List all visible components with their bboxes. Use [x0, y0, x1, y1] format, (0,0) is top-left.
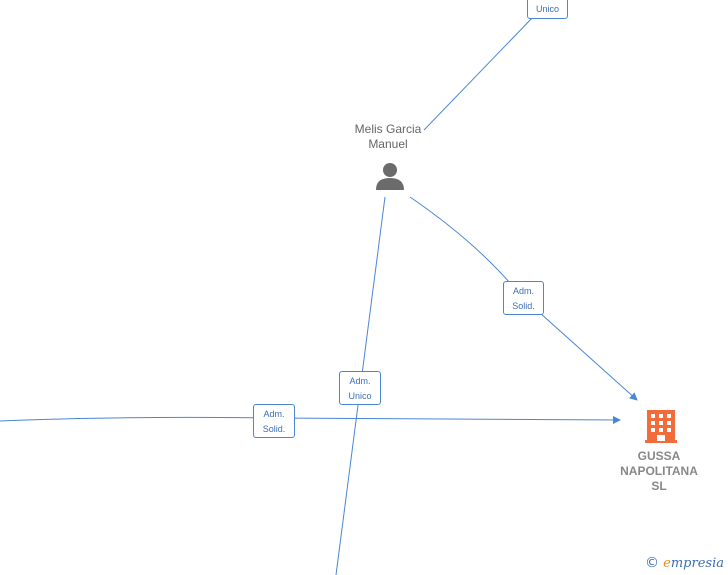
company-name-label[interactable]: GUSSA NAPOLITANA SL: [604, 449, 714, 494]
edge-top-right: [423, 14, 536, 131]
brand-rest: mpresia: [670, 556, 724, 571]
person-name-label[interactable]: Melis Garcia Manuel: [328, 122, 448, 152]
edge-left-company: [0, 415, 621, 424]
edge-label-left-company[interactable]: Adm. Solid.: [253, 404, 295, 438]
person-icon[interactable]: [376, 163, 404, 190]
edge-label-person-company[interactable]: Adm. Solid.: [503, 281, 544, 315]
edge-label-person-down[interactable]: Adm. Unico: [339, 371, 381, 405]
edge-label-person-down-line1: Adm.: [349, 376, 371, 386]
company-name-line3: SL: [651, 479, 667, 493]
empresia-watermark: © empresia: [645, 555, 724, 571]
building-icon[interactable]: [645, 410, 677, 443]
company-name-line2: NAPOLITANA: [620, 464, 698, 478]
person-name-line2: Manuel: [368, 137, 408, 151]
edge-label-top-right[interactable]: Unico: [527, 0, 568, 19]
edge-label-person-company-line2: Solid.: [512, 301, 535, 311]
edge-label-left-company-line2: Solid.: [262, 424, 286, 434]
copyright-symbol: ©: [645, 555, 660, 571]
edge-label-top-right-line1: Unico: [535, 4, 559, 14]
edge-label-left-company-line1: Adm.: [263, 409, 285, 419]
person-name-line1: Melis Garcia: [354, 122, 422, 136]
company-name-line1: GUSSA: [637, 449, 681, 463]
edge-label-person-company-line1: Adm.: [512, 286, 534, 296]
brand-initial: e: [663, 556, 671, 571]
edge-label-person-down-line2: Unico: [348, 391, 372, 401]
